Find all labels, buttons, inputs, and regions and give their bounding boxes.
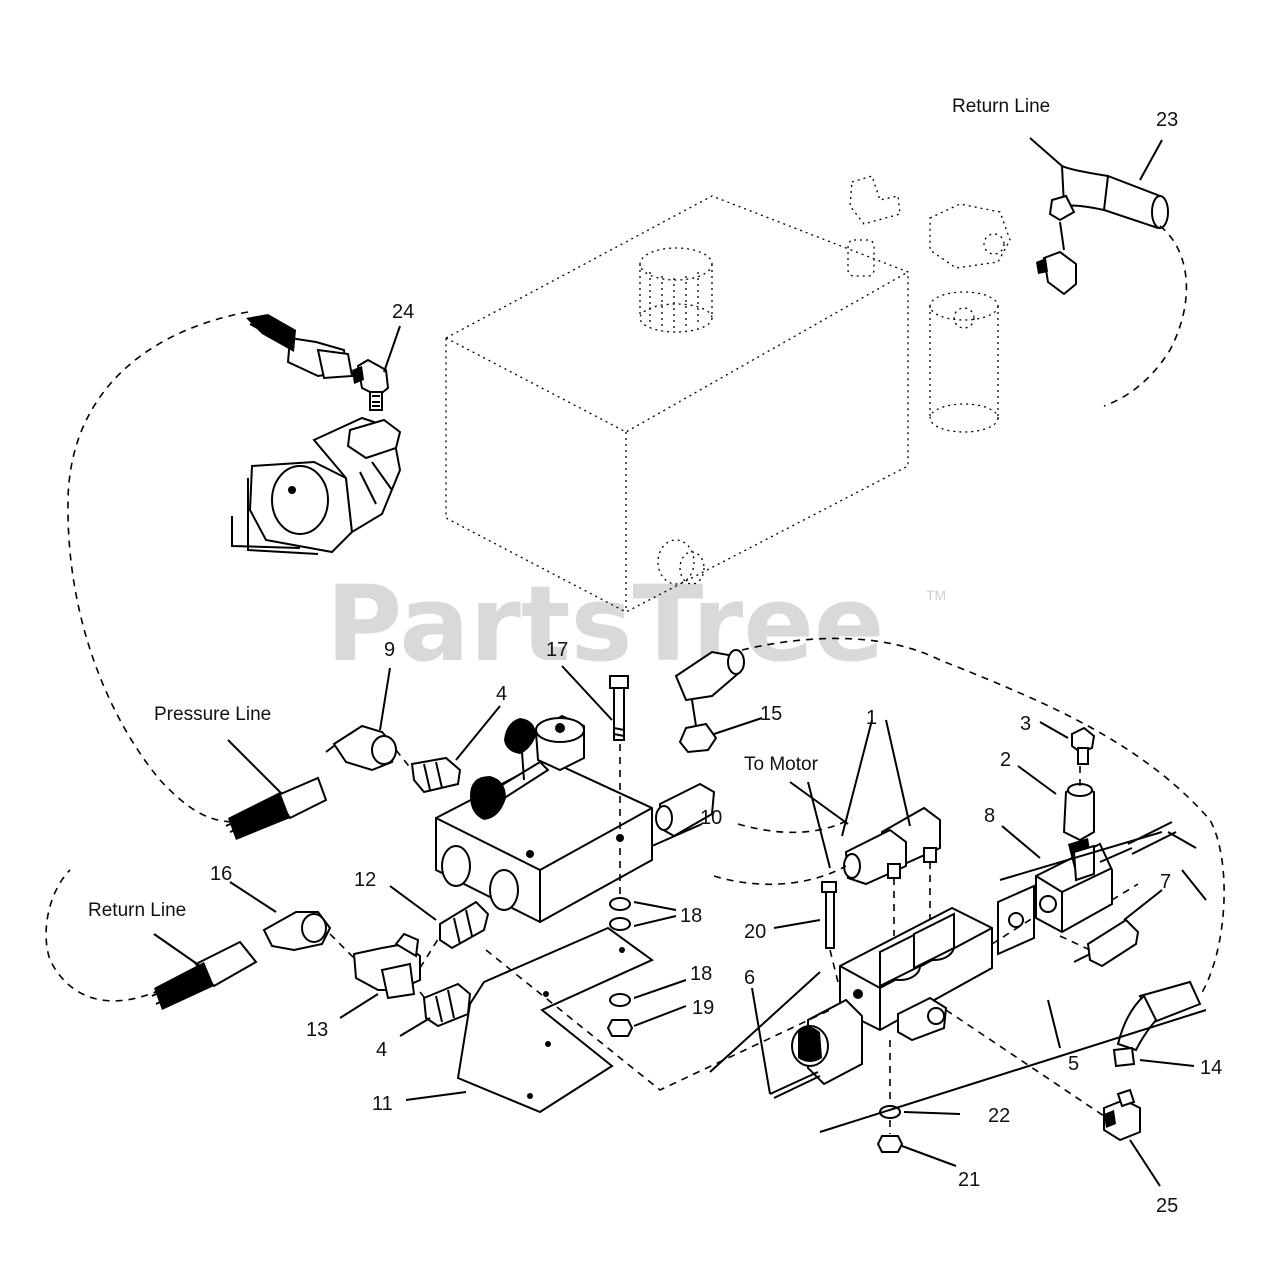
- watermark-tm: TM: [926, 587, 946, 603]
- callout-11: 11: [372, 1093, 393, 1115]
- mounting-plate-11: [456, 926, 654, 1114]
- leader-lines: [153, 137, 1195, 1187]
- fitting-16-elbow: [262, 911, 332, 952]
- relief-valve-8: [1035, 821, 1177, 934]
- pressure-hose-left: [225, 776, 328, 840]
- return-line-left-routing: [45, 869, 161, 1002]
- hose-14-routing: [741, 637, 1225, 997]
- label-to-motor: To Motor: [744, 754, 819, 775]
- fitting-9-elbow: [325, 724, 398, 772]
- callout-16: 16: [210, 863, 232, 885]
- fitting-15-elbow: [655, 649, 745, 838]
- callout-18-lower: 18: [690, 963, 712, 985]
- fitting-1-centerlines: [893, 862, 931, 936]
- washers-18: [606, 897, 634, 1037]
- bracket-lines: [709, 831, 1207, 1133]
- fitting-12: [439, 900, 490, 950]
- callout-12: 12: [354, 869, 376, 891]
- tank-cap: [639, 247, 713, 333]
- fitting-centerlines-right: [945, 766, 1139, 1117]
- solenoid-6: [769, 998, 863, 1099]
- gasket-plate: [997, 884, 1035, 956]
- filter-head: [929, 203, 1011, 269]
- callout-7: 7: [1160, 871, 1171, 893]
- bracket-lines-right: [1167, 831, 1207, 901]
- callout-13: 13: [306, 1019, 328, 1041]
- to-motor-line-upper: [737, 817, 853, 834]
- bolt-20-centerline: [829, 949, 841, 991]
- fitting-1-elbow-lower: [843, 828, 907, 886]
- callout-4-lower: 4: [376, 1039, 387, 1061]
- hydraulic-tank: [445, 175, 1011, 613]
- oil-filter: [929, 291, 999, 433]
- return-hose-left: [151, 940, 258, 1010]
- elbow-25: [1103, 1088, 1141, 1142]
- callout-9: 9: [384, 639, 395, 661]
- valve-body-5: [839, 906, 993, 1042]
- callout-17: 17: [546, 639, 568, 661]
- tank-elbow-fitting: [847, 175, 901, 277]
- fitting-centerlines-left: [329, 749, 831, 1091]
- callout-10: 10: [700, 807, 722, 829]
- hose-14: [1112, 980, 1202, 1068]
- callout-3: 3: [1020, 713, 1031, 735]
- callout-1: 1: [866, 707, 877, 729]
- tank-outlet-port: [657, 539, 705, 585]
- return-line-top-routing: [1103, 225, 1188, 407]
- callout-18-upper: 18: [680, 905, 702, 927]
- fitting-4-upper: [410, 756, 462, 794]
- callout-2: 2: [1000, 749, 1011, 771]
- nut-21: [876, 1135, 904, 1153]
- bolt-3: [1071, 726, 1096, 765]
- label-return-line-left: Return Line: [88, 900, 186, 921]
- plug-2: [1062, 783, 1095, 842]
- callout-23: 23: [1156, 109, 1178, 131]
- hydraulic-motor: [231, 416, 402, 555]
- callout-21: 21: [958, 1169, 980, 1191]
- callout-8: 8: [984, 805, 995, 827]
- callout-22: 22: [988, 1105, 1010, 1127]
- control-valve-10: [435, 714, 653, 924]
- callout-25: 25: [1156, 1195, 1178, 1217]
- callout-5: 5: [1068, 1053, 1079, 1075]
- watermark: PartsTree: [326, 563, 884, 685]
- bolt-20: [821, 881, 837, 949]
- callout-24: 24: [392, 301, 414, 323]
- label-pressure-line: Pressure Line: [154, 704, 271, 725]
- pressure-line-routing: [67, 311, 249, 823]
- fitting-23-return-hose: [1036, 164, 1169, 296]
- callout-15: 15: [760, 703, 782, 725]
- to-motor-line-lower: [713, 865, 847, 886]
- callout-4-upper: 4: [496, 683, 507, 705]
- fitting-4-lower: [422, 982, 472, 1028]
- pressure-switch-7: [1073, 918, 1140, 968]
- callout-6: 6: [744, 967, 755, 989]
- fitting-13-tee: [352, 932, 421, 1000]
- callout-14: 14: [1200, 1057, 1222, 1079]
- pressure-hose-top: [246, 314, 354, 380]
- callout-20: 20: [744, 921, 766, 943]
- label-return-line-top: Return Line: [952, 96, 1050, 117]
- bolt-17: [609, 675, 629, 741]
- fitting-24-elbow: [352, 358, 390, 411]
- callout-19: 19: [692, 997, 714, 1019]
